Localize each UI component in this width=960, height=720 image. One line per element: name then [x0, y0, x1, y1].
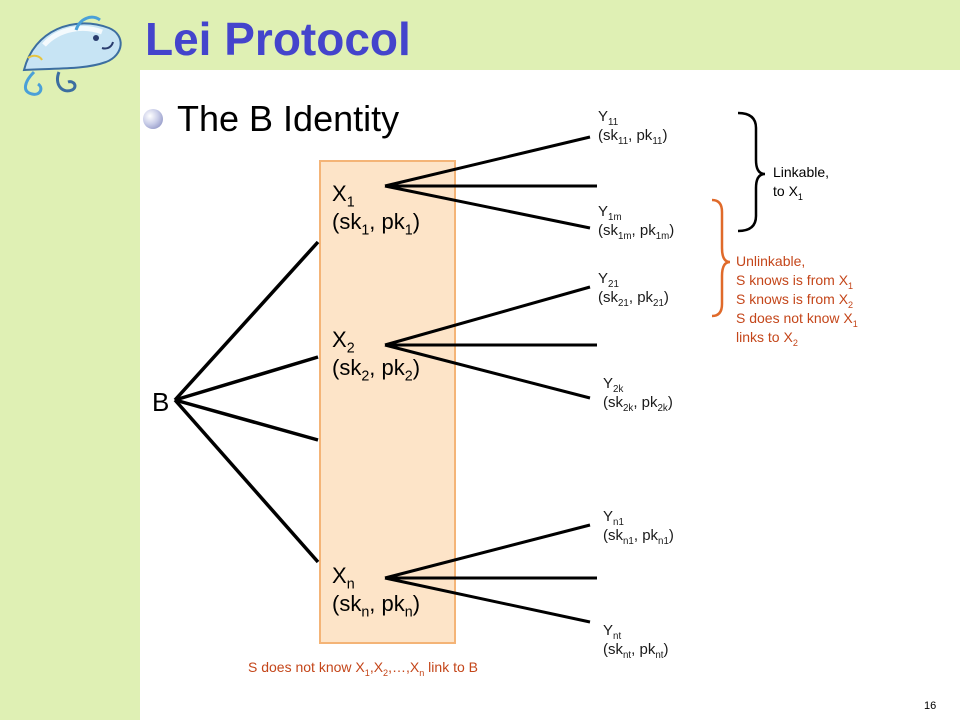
- pseudonym-yn1: Yn1 (skn1, pkn1): [603, 508, 674, 547]
- linkable-note: Linkable, to X1: [773, 164, 830, 202]
- edge-b-x-mid: [174, 398, 319, 442]
- slide-title: Lei Protocol: [145, 13, 411, 65]
- fish-clipart-icon: [22, 15, 122, 96]
- edge-b-x1: [173, 240, 320, 402]
- unlinkable-brace: [711, 198, 731, 318]
- edge-x2-y2k: [384, 343, 591, 400]
- pseudonym-ynt: Ynt (sknt, pknt): [603, 622, 669, 661]
- edge-x2-y21: [384, 285, 591, 347]
- bullet-icon: [143, 109, 163, 129]
- edge-xn-ynt: [384, 576, 591, 624]
- pseudonym-y21: Y21 (sk21, pk21): [598, 270, 669, 309]
- identity-xn: Xn (skn, pkn): [332, 563, 421, 620]
- top-decor-band: [140, 0, 960, 70]
- pseudonym-y2k: Y2k (sk2k, pk2k): [603, 375, 673, 414]
- identity-x2: X2 (sk2, pk2): [332, 327, 421, 384]
- edge-b-x2: [174, 355, 319, 402]
- edge-x1-y1m: [384, 184, 591, 230]
- pseudonym-y11: Y11 (sk11, pk11): [598, 108, 668, 147]
- bullet-heading: The B Identity: [177, 98, 400, 139]
- footer-note: S does not know X1,X2,…,Xn link to B: [248, 659, 478, 678]
- identity-x1: X1 (sk1, pk1): [332, 181, 421, 238]
- edge-x1-y11: [384, 135, 591, 188]
- identity-box: [319, 160, 456, 644]
- left-decor-band: [0, 0, 140, 720]
- unlinkable-note: Unlinkable, S knows is from X1 S knows i…: [736, 253, 858, 348]
- page-number: 16: [924, 700, 937, 712]
- edge-xn-yn1: [384, 523, 591, 580]
- edge-b-xn: [173, 398, 320, 564]
- pseudonym-y1m: Y1m (sk1m, pk1m): [598, 203, 675, 242]
- root-label-b: B: [152, 387, 170, 417]
- linkable-brace: [737, 111, 766, 233]
